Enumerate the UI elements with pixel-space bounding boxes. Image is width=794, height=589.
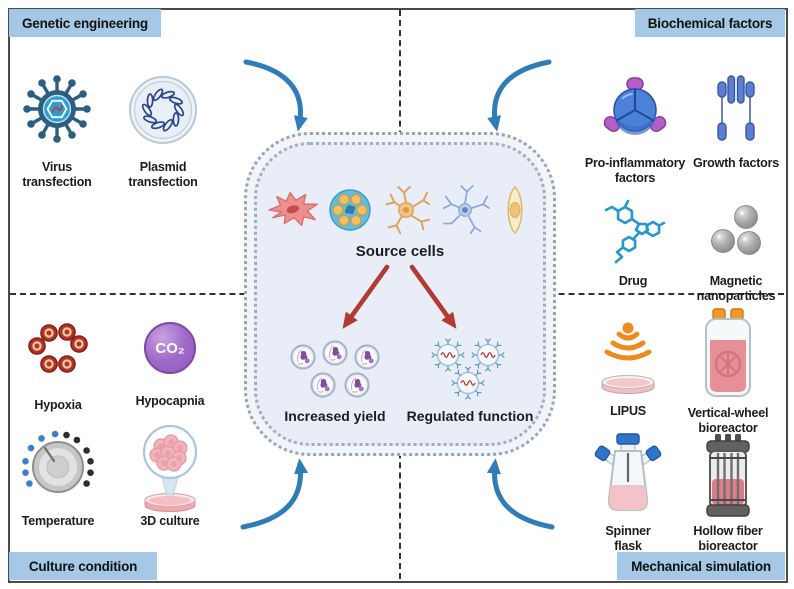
ultrasound-dish-icon: [601, 322, 655, 394]
hollow-fiber-bioreactor-icon: [706, 434, 750, 517]
virus-icon: [23, 75, 91, 143]
growth-factors-icon: [717, 75, 755, 141]
header-biochemical-factors: Biochemical factors: [635, 9, 785, 37]
item-plasmid-transfection: Plasmid transfection: [110, 74, 216, 190]
header-mechanical-simulation: Mechanical simulation: [617, 552, 785, 580]
increased-yield-label: Increased yield: [284, 408, 386, 424]
header-genetic-engineering: Genetic engineering: [9, 9, 161, 37]
item-hollow-fiber-bioreactor: Hollow fiber bioreactor: [678, 434, 778, 554]
item-growth-factors: Growth factors: [684, 74, 788, 171]
mesenchymal-cell-icon: [268, 191, 318, 227]
oxygen-molecules-icon: [28, 323, 88, 373]
source-cells-label: Source cells: [355, 243, 445, 260]
item-temperature: Temperature: [6, 428, 110, 529]
drug-molecule-icon: [604, 199, 666, 264]
item-magnetic-nanoparticles: Magnetic nanoparticles: [684, 196, 788, 304]
item-hypoxia: Hypoxia: [6, 314, 110, 413]
item-label: Plasmid transfection: [128, 160, 198, 189]
regulated-function-label: Regulated function: [406, 408, 534, 424]
stem-cell-colony-icon: [329, 189, 371, 231]
item-drug: Drug: [578, 196, 688, 289]
item-label: Drug: [618, 274, 648, 288]
neuron-cell-icon: [442, 185, 490, 234]
item-label: 3D culture: [140, 514, 200, 528]
exosome-vesicles-icon: [290, 340, 380, 398]
spheroid-culture-icon: [142, 424, 198, 512]
co2-label: CO₂: [155, 339, 185, 357]
item-label: Hypocapnia: [135, 394, 205, 408]
item-label: Hypoxia: [34, 398, 82, 412]
item-3d-culture: 3D culture: [116, 424, 224, 529]
temperature-dial-icon: [22, 430, 94, 493]
header-label: Biochemical factors: [647, 15, 773, 31]
item-label: Hollow fiber bioreactor: [693, 524, 763, 553]
item-vertical-wheel-bioreactor: Vertical-wheel bioreactor: [678, 308, 778, 436]
source-cells-box: [244, 132, 556, 456]
item-label: LIPUS: [610, 404, 646, 418]
item-label: Virus transfection: [22, 160, 92, 189]
item-lipus: LIPUS: [576, 318, 680, 419]
item-label: Growth factors: [692, 156, 780, 170]
header-label: Culture condition: [28, 558, 138, 574]
vertical-wheel-bioreactor-icon: [705, 308, 751, 397]
figure-border: [8, 8, 788, 583]
source-cells-box-inner: [254, 142, 546, 446]
item-spinner-flask: Spinner flask: [580, 433, 676, 554]
astrocyte-cell-icon: [385, 185, 431, 235]
header-label: Genetic engineering: [22, 15, 148, 31]
pro-inflammatory-icon: [603, 77, 667, 135]
item-hypocapnia: CO₂ Hypocapnia: [116, 322, 224, 409]
spinner-flask-icon: [594, 433, 662, 511]
plasmid-icon: [129, 76, 197, 144]
header-label: Mechanical simulation: [631, 558, 771, 574]
item-pro-inflammatory-factors: Pro-inflammatory factors: [576, 74, 694, 186]
item-label: Pro-inflammatory factors: [584, 156, 686, 185]
header-culture-condition: Culture condition: [9, 552, 157, 580]
functional-exosomes-icon: [428, 336, 512, 402]
item-virus-transfection: Virus transfection: [4, 72, 110, 190]
magnetic-nanoparticles-icon: [711, 205, 761, 255]
spindle-cell-icon: [507, 185, 523, 235]
source-cells-row: [268, 184, 532, 236]
item-label: Magnetic nanoparticles: [696, 274, 776, 303]
item-label: Temperature: [21, 514, 95, 528]
item-label: Spinner flask: [605, 524, 651, 553]
co2-ball-icon: CO₂: [144, 322, 196, 374]
item-label: Vertical-wheel bioreactor: [687, 406, 769, 435]
